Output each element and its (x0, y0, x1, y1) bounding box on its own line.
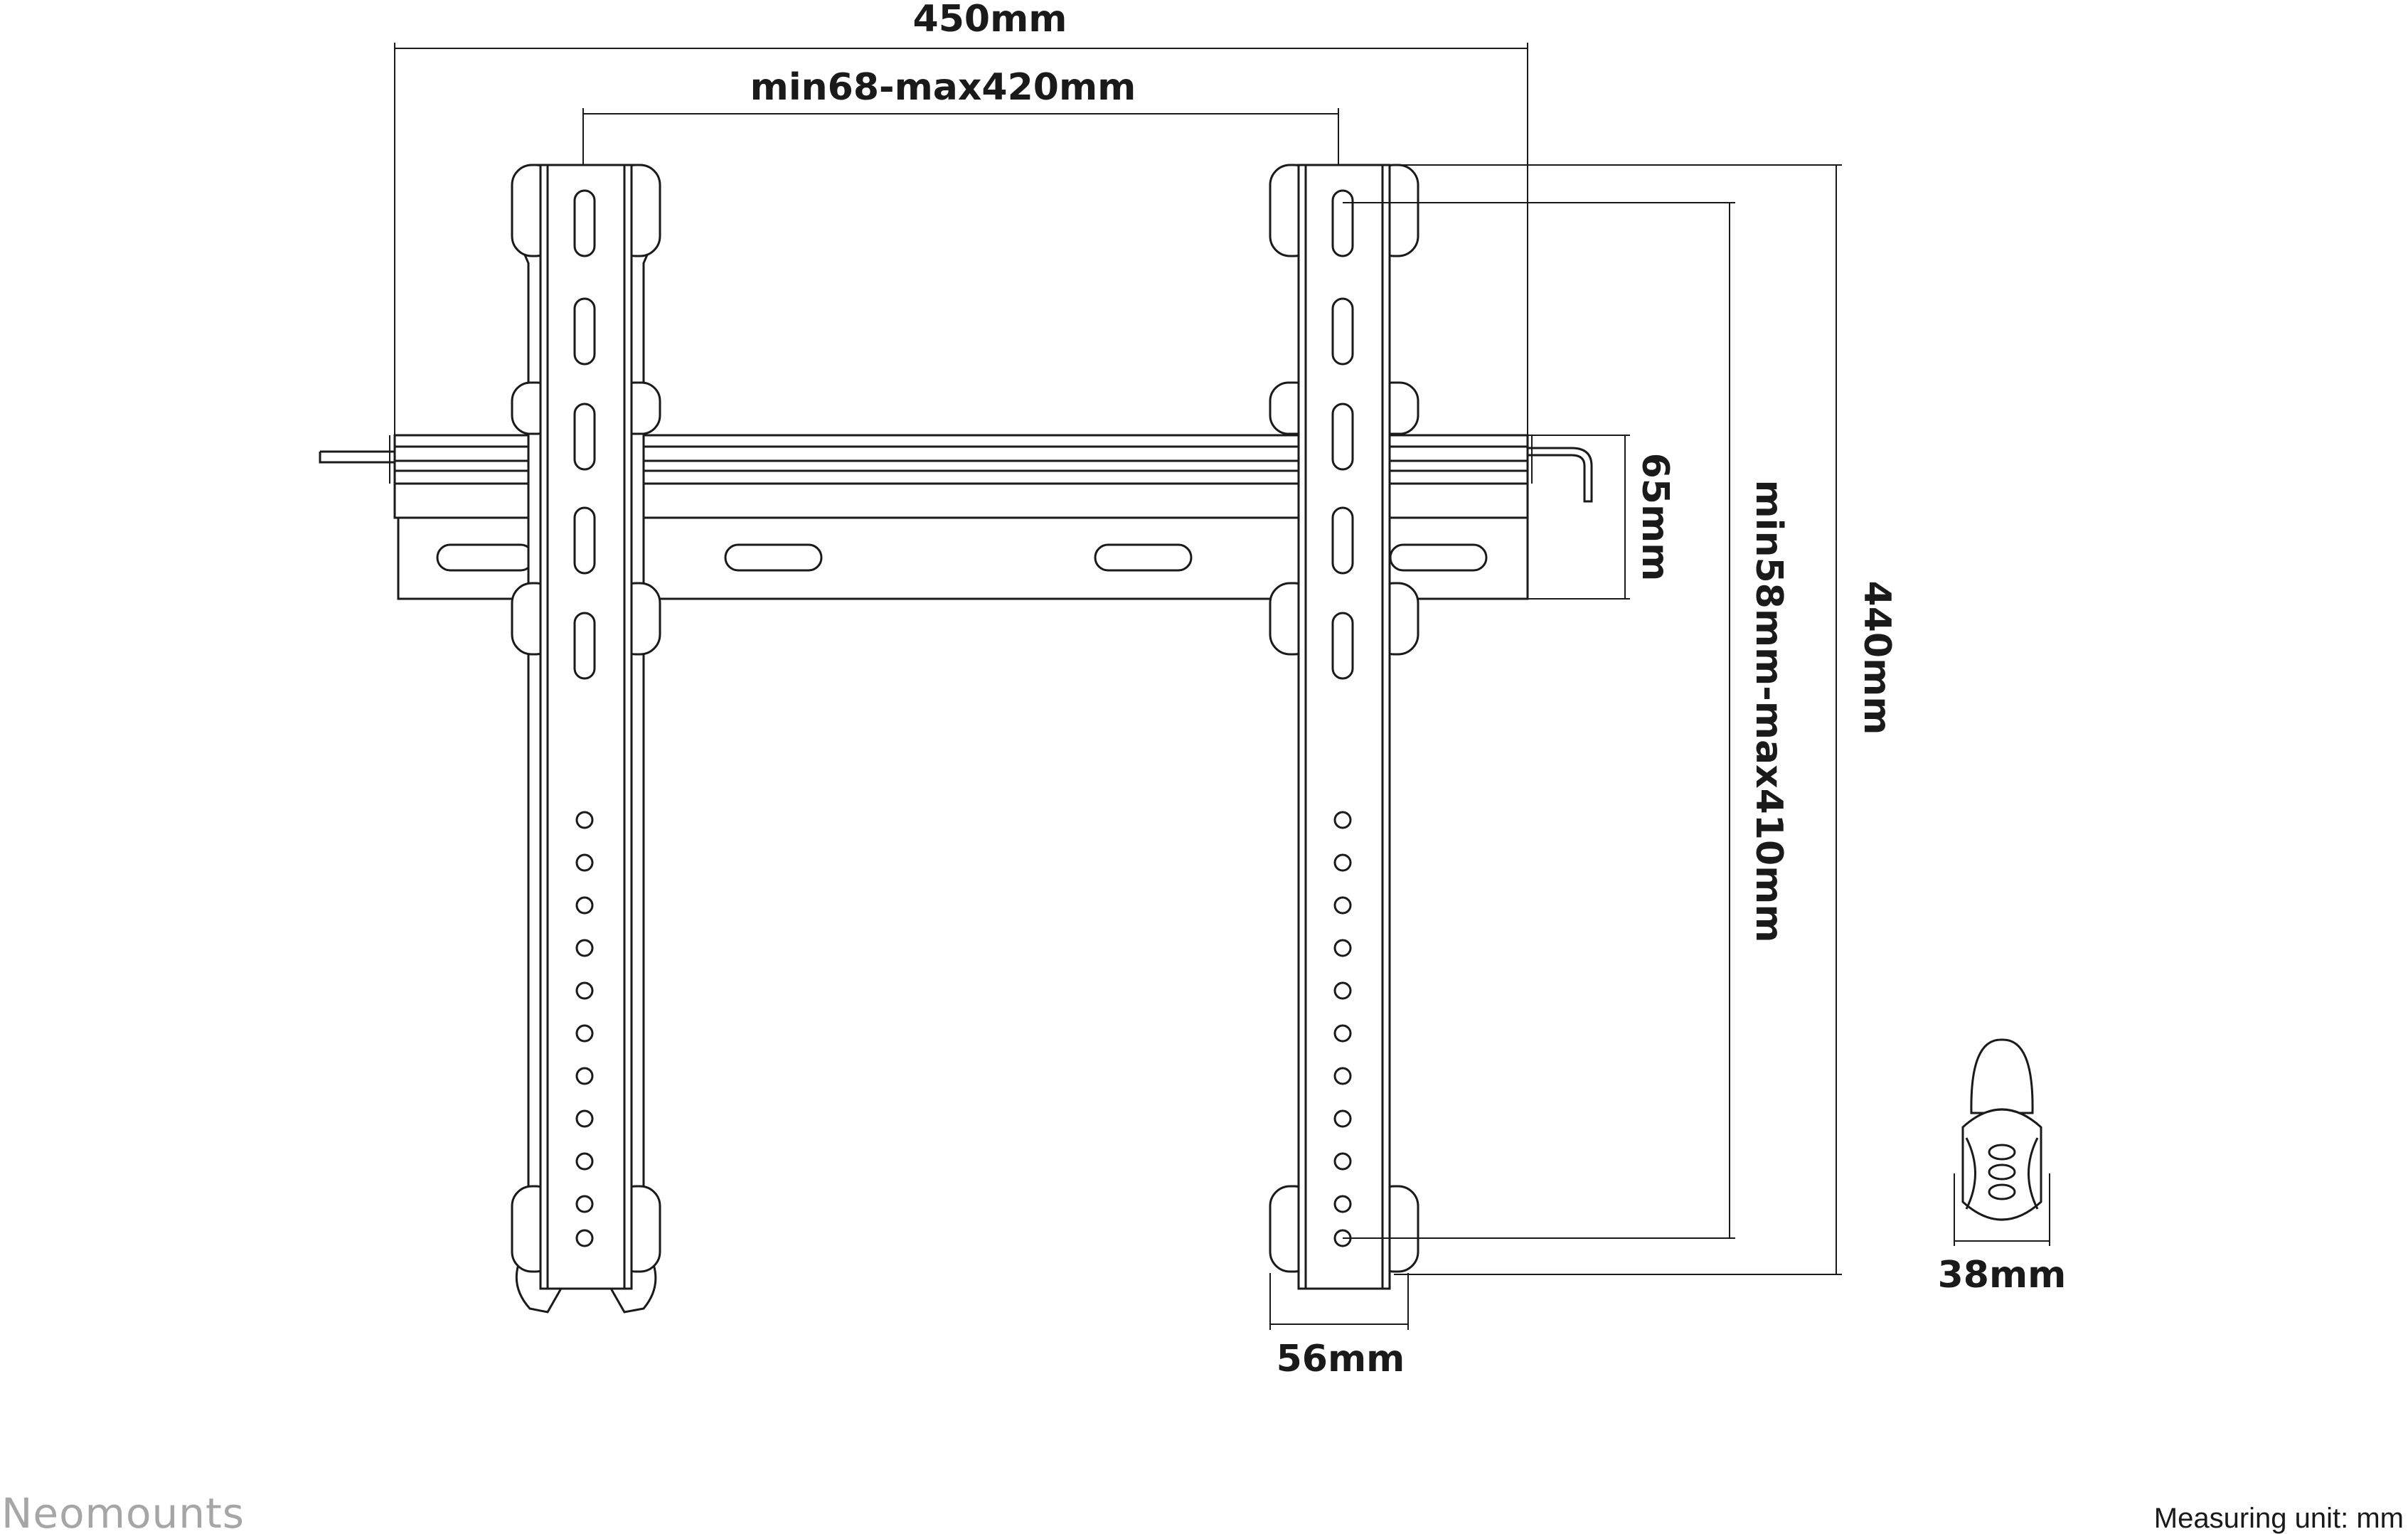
hole-spacing-vertical-label: min58mm-max410mm (1747, 479, 1790, 942)
left-vertical-strap (511, 164, 661, 1314)
brand-logo: Neomounts (1, 1489, 245, 1534)
strap-width-label: 56mm (1277, 1338, 1405, 1380)
hole-spacing-horizontal-label: min68-max420mm (750, 66, 1136, 109)
right-vertical-strap (1269, 164, 1419, 1290)
dimension-rail-height: 65mm (1528, 435, 1676, 600)
dimension-hole-spacing-vertical: min58mm-max410mm (1343, 202, 1790, 1239)
dimension-strap-width: 56mm (1269, 1273, 1409, 1380)
overall-width-label: 450mm (913, 0, 1067, 41)
dimension-overall-width: 450mm (394, 0, 1528, 444)
dimension-overall-height: 440mm (1394, 164, 1898, 1275)
wall-rail (319, 434, 1593, 600)
wall-distance-label: 38mm (1938, 1254, 2067, 1296)
rail-height-label: 65mm (1634, 453, 1676, 582)
dimension-hole-spacing-horizontal: min68-max420mm (582, 66, 1339, 203)
side-profile-view: 38mm (1938, 1038, 2067, 1296)
overall-height-label: 440mm (1855, 581, 1898, 735)
measuring-unit-note: Measuring unit: mm (2154, 1503, 2404, 1534)
